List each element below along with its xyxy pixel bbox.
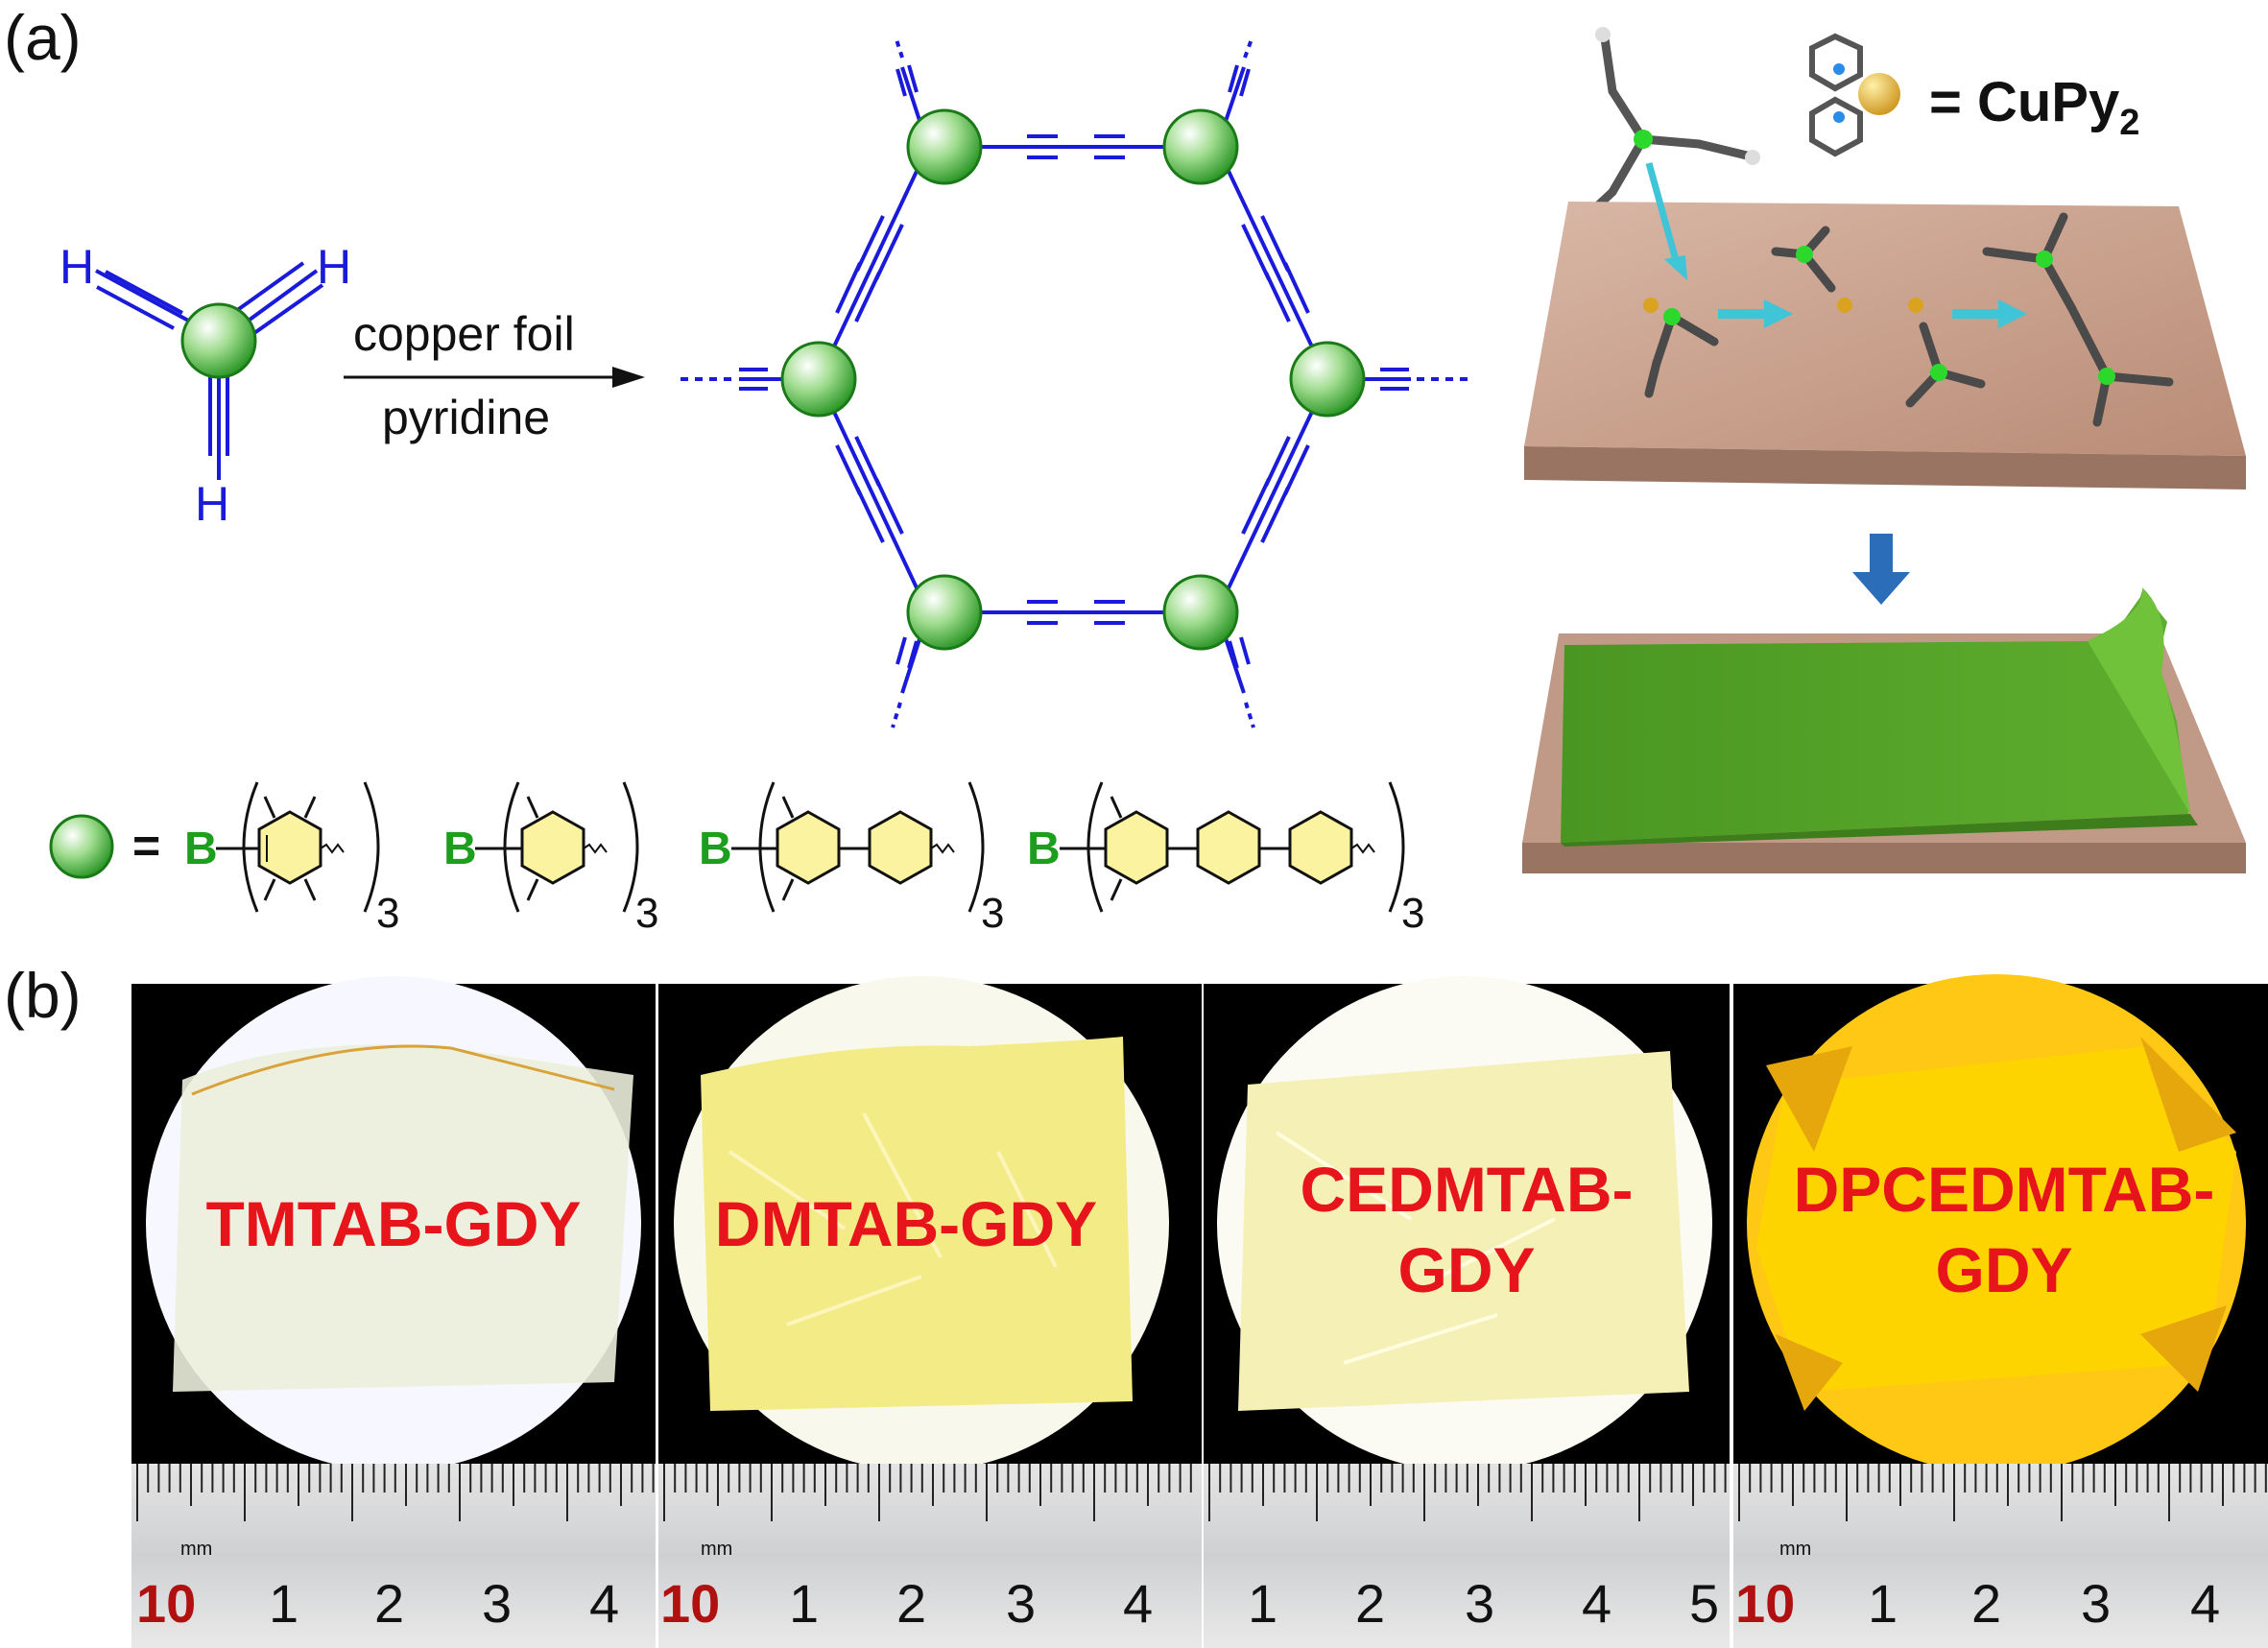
legend-unit-2: B 3 <box>443 781 658 937</box>
legend-unit-1: B 3 <box>184 781 399 937</box>
svg-text:10: 10 <box>136 1573 196 1634</box>
coupling-arrows <box>1718 299 2027 328</box>
ruler-labels-2: 10 1 2 3 4 mm <box>660 1539 1153 1634</box>
svg-text:3: 3 <box>376 890 399 937</box>
ruler-labels-1: 10 1 2 3 4 mm <box>136 1539 619 1634</box>
legend-unit-4: B 3 <box>1027 781 1424 937</box>
hexagon-node-spheres <box>780 108 1366 651</box>
rulers <box>131 1464 2268 1648</box>
svg-text:5: 5 <box>1689 1573 1719 1634</box>
svg-text:2: 2 <box>896 1573 926 1634</box>
sample-label-3b: GDY <box>1397 1234 1535 1305</box>
svg-text:2: 2 <box>1971 1573 2001 1634</box>
monomer-h-right: H <box>317 240 351 294</box>
svg-text:B: B <box>443 824 477 874</box>
sample-label-4b: GDY <box>1935 1234 2072 1305</box>
reaction-arrowhead <box>612 367 645 388</box>
svg-text:mm: mm <box>180 1539 212 1560</box>
svg-text:4: 4 <box>1123 1573 1153 1634</box>
legend-equals: = <box>132 819 160 872</box>
svg-text:2: 2 <box>374 1573 404 1634</box>
svg-text:mm: mm <box>701 1539 732 1560</box>
sample-label-1: TMTAB-GDY <box>205 1188 581 1259</box>
sample-label-2: DMTAB-GDY <box>715 1188 1097 1259</box>
cupy2-label: = CuPy2 <box>1929 71 2139 143</box>
svg-text:2: 2 <box>1355 1573 1385 1634</box>
surface-atoms <box>1643 246 2115 385</box>
svg-text:1: 1 <box>789 1573 819 1634</box>
svg-text:3: 3 <box>1465 1573 1494 1634</box>
svg-text:1: 1 <box>269 1573 298 1634</box>
sample-label-4a: DPCEDMTAB- <box>1794 1154 2215 1225</box>
arrow-label-top: copper foil <box>353 307 575 361</box>
monomer-h-bottom: H <box>195 477 229 531</box>
monomer-structure <box>95 261 324 480</box>
svg-text:B: B <box>699 824 732 874</box>
monomer-core-sphere <box>180 302 257 379</box>
sample-label-3a: CEDMTAB- <box>1300 1154 1633 1225</box>
cupy2-icon <box>1809 33 1900 157</box>
monomer-h-left: H <box>60 240 94 294</box>
h-atom <box>1595 27 1611 42</box>
deposit-arrow <box>1645 162 1682 268</box>
ruler-strip <box>658 1464 1202 1648</box>
svg-text:B: B <box>1027 824 1061 874</box>
svg-text:10: 10 <box>660 1573 720 1634</box>
boron-atom <box>1634 130 1653 149</box>
legend-sphere-icon <box>49 814 114 879</box>
svg-text:3: 3 <box>1401 890 1424 937</box>
deposit-arrowhead <box>1664 255 1687 280</box>
h-atom <box>1745 150 1760 165</box>
svg-text:4: 4 <box>1582 1573 1611 1634</box>
legend-unit-3: B 3 <box>699 781 1004 937</box>
ruler-labels-4: 10 1 2 3 4 mm <box>1735 1539 2220 1634</box>
svg-text:mm: mm <box>1779 1539 1811 1560</box>
svg-text:3: 3 <box>1006 1573 1036 1634</box>
gdy-film-on-copper <box>1522 587 2246 873</box>
down-arrow <box>1852 534 1910 605</box>
svg-text:4: 4 <box>589 1573 619 1634</box>
precursor-molecule-top <box>1577 34 1752 226</box>
svg-text:4: 4 <box>2190 1573 2220 1634</box>
svg-text:B: B <box>184 824 218 874</box>
svg-text:3: 3 <box>482 1573 512 1634</box>
sample-photo-3: CEDMTAB- GDY <box>1204 976 1730 1471</box>
arrow-label-bottom: pyridine <box>382 391 550 444</box>
svg-text:3: 3 <box>635 890 658 937</box>
svg-text:3: 3 <box>981 890 1004 937</box>
ruler-labels-3: 1 2 3 4 5 <box>1248 1573 1719 1634</box>
copper-foil-slab <box>1524 202 2246 490</box>
sample-photo-4: DPCEDMTAB- GDY <box>1733 974 2268 1473</box>
svg-text:3: 3 <box>2081 1573 2111 1634</box>
svg-text:1: 1 <box>1868 1573 1898 1634</box>
svg-text:1: 1 <box>1248 1573 1277 1634</box>
ruler-strip <box>1204 1464 1730 1648</box>
sample-photo-2: DMTAB-GDY <box>658 976 1202 1471</box>
ruler-strip <box>1733 1464 2268 1648</box>
panel-b-label: (b) <box>4 960 82 1031</box>
svg-text:10: 10 <box>1735 1573 1795 1634</box>
panel-a-label: (a) <box>4 2 82 73</box>
sample-photo-1: TMTAB-GDY <box>131 976 656 1471</box>
